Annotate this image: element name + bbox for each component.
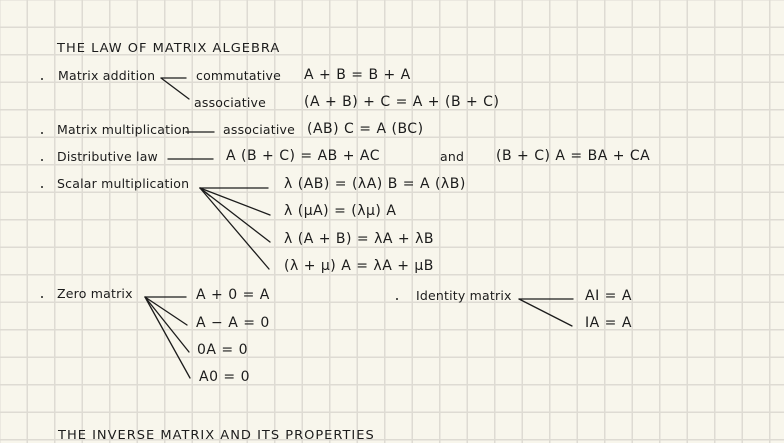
scalar-equation-2: λ (μA) = (λμ) A bbox=[284, 203, 397, 219]
distributive-left-equation: A (B + C) = AB + AC bbox=[226, 148, 381, 164]
identity-equation-1: AI = A bbox=[585, 288, 632, 304]
matrix-addition-label: Matrix addition bbox=[58, 68, 156, 83]
next-section-heading: THE INVERSE MATRIX AND ITS PROPERTIES bbox=[58, 428, 375, 443]
zero-equation-3: 0A = 0 bbox=[197, 342, 249, 358]
commutative-label: commutative bbox=[196, 68, 282, 83]
distributive-law-label: Distributive law bbox=[57, 149, 158, 164]
distributive-right-equation: (B + C) A = BA + CA bbox=[496, 148, 651, 164]
commutative-equation: A + B = B + A bbox=[304, 67, 411, 83]
zero-equation-4: A0 = 0 bbox=[199, 369, 251, 385]
identity-matrix-label: Identity matrix bbox=[416, 288, 512, 303]
bullet bbox=[41, 159, 43, 161]
zero-equation-1: A + 0 = A bbox=[196, 287, 270, 303]
and-connector: and bbox=[440, 149, 465, 164]
bullet bbox=[41, 132, 43, 134]
bullet bbox=[41, 186, 43, 188]
page-title: THE LAW OF MATRIX ALGEBRA bbox=[57, 41, 281, 56]
scalar-equation-4: (λ + μ) A = λA + μB bbox=[284, 258, 434, 274]
matrix-multiplication-label: Matrix multiplication bbox=[57, 122, 190, 137]
zero-matrix-label: Zero matrix bbox=[57, 286, 133, 301]
scalar-equation-1: λ (AB) = (λA) B = A (λB) bbox=[284, 176, 466, 192]
mult-associative-equation: (AB) C = A (BC) bbox=[307, 121, 424, 137]
bullet bbox=[41, 296, 43, 298]
associative-equation: (A + B) + C = A + (B + C) bbox=[304, 94, 500, 110]
bullet bbox=[396, 298, 398, 300]
zero-equation-2: A − A = 0 bbox=[196, 315, 270, 331]
associative-label: associative bbox=[194, 95, 266, 110]
identity-equation-2: IA = A bbox=[585, 315, 632, 331]
bullet bbox=[41, 78, 43, 80]
mult-associative-label: associative bbox=[223, 122, 295, 137]
scalar-equation-3: λ (A + B) = λA + λB bbox=[284, 231, 434, 247]
scalar-multiplication-label: Scalar multiplication bbox=[57, 176, 190, 191]
